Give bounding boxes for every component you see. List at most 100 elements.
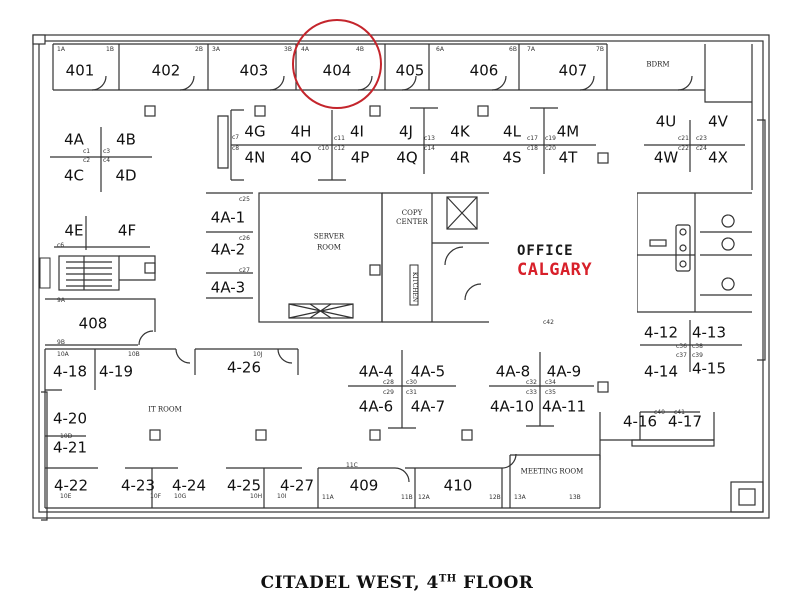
station-4A-7: 4A-7 — [410, 397, 446, 416]
bdrm-walls — [607, 44, 753, 190]
tag-10J: 10J — [253, 351, 263, 358]
station-4U: 4U — [655, 112, 677, 131]
tag-c12: c12 — [334, 145, 345, 152]
station-4-19: 4-19 — [98, 362, 134, 381]
station-4M: 4M — [556, 122, 580, 141]
station-4W: 4W — [653, 148, 679, 167]
tag-c33: c33 — [526, 389, 537, 396]
stair-landing — [119, 255, 156, 281]
station-4-14: 4-14 — [643, 362, 679, 381]
tag-c29: c29 — [383, 389, 394, 396]
office-408: 408 — [78, 314, 108, 333]
pillar — [369, 429, 381, 441]
station-4A-6: 4A-6 — [358, 397, 394, 416]
door-swings — [91, 75, 693, 91]
pillar — [477, 105, 489, 117]
tag-c37: c37 — [676, 352, 687, 359]
workstations-4G-4T — [230, 107, 596, 181]
inner-wall — [38, 40, 764, 513]
pillar — [597, 152, 609, 164]
workstations-4U-4X — [644, 120, 745, 172]
corner-column — [730, 481, 764, 513]
tag-c20: c20 — [545, 145, 556, 152]
tag-c28: c28 — [383, 379, 394, 386]
sink-counter — [675, 224, 691, 272]
stairwell — [58, 255, 120, 291]
tag-c3: c3 — [103, 148, 111, 155]
tag-c38: c38 — [692, 343, 703, 350]
station-4C: 4C — [63, 166, 85, 185]
tag-c18: c18 — [527, 145, 538, 152]
tag-c27: c27 — [239, 267, 250, 274]
office-408-walls — [45, 298, 156, 346]
tag-11C: 11C — [346, 462, 358, 469]
station-4-12: 4-12 — [643, 323, 679, 342]
tag-10H: 10H — [250, 493, 263, 500]
station-4H: 4H — [290, 122, 312, 141]
station-4A-5: 4A-5 — [410, 362, 446, 381]
elevator-x — [446, 196, 478, 230]
station-4-26: 4-26 — [226, 358, 262, 377]
washroom-walls — [636, 192, 752, 313]
kitchen-label: KITCHEN — [411, 271, 418, 303]
pillar — [149, 429, 161, 441]
tag-4A: 4A — [301, 46, 309, 53]
tag-c19: c19 — [545, 135, 556, 142]
station-4A-3: 4A-3 — [210, 278, 246, 297]
tag-10G: 10G — [174, 493, 187, 500]
station-4O: 4O — [290, 148, 312, 167]
door-swings — [394, 453, 517, 483]
tag-c41: c41 — [674, 409, 685, 416]
workstations-4A-4D — [50, 127, 152, 192]
pillar — [144, 105, 156, 117]
station-4A-11: 4A-11 — [542, 397, 586, 416]
pillar — [461, 429, 473, 441]
station-4-17: 4-17 — [667, 412, 703, 431]
pillar — [144, 262, 156, 274]
tag-10E: 10E — [60, 493, 72, 500]
tag-c24: c24 — [696, 145, 707, 152]
tag-c2: c2 — [83, 157, 91, 164]
station-4X: 4X — [708, 148, 728, 167]
station-4-13: 4-13 — [691, 323, 727, 342]
server-rack — [288, 303, 354, 319]
pillar — [254, 105, 266, 117]
caption-main: CITADEL WEST, 4 — [260, 573, 439, 593]
office-401: 401 — [65, 61, 95, 80]
corner-column — [32, 34, 46, 45]
station-4D: 4D — [115, 166, 137, 185]
tag-c36: c36 — [676, 343, 687, 350]
station-4P: 4P — [350, 148, 370, 167]
tag-c14: c14 — [424, 145, 435, 152]
tag-c11: c11 — [334, 135, 345, 142]
station-4-25: 4-25 — [226, 476, 262, 495]
floor-caption: CITADEL WEST, 4TH FLOOR — [0, 573, 794, 593]
tag-11A: 11A — [322, 494, 334, 501]
pillar — [597, 381, 609, 393]
workstations-4A-1-4A-3 — [206, 192, 253, 299]
tag-7B: 7B — [596, 46, 604, 53]
tag-c40: c40 — [654, 409, 665, 416]
workstations-4E-4F — [54, 216, 150, 250]
tag-9B: 9B — [57, 339, 65, 346]
station-4S: 4S — [502, 148, 522, 167]
station-4A: 4A — [64, 130, 84, 149]
tag-c4: c4 — [103, 157, 111, 164]
tag-6B: 6B — [509, 46, 517, 53]
tag-c25: c25 — [239, 196, 250, 203]
office-calgary-logo: OFFICE CALGARY — [489, 190, 637, 316]
tag-c30: c30 — [406, 379, 417, 386]
tag-c35: c35 — [545, 389, 556, 396]
office-410: 410 — [443, 476, 473, 495]
caption-tail: FLOOR — [456, 573, 534, 593]
tag-13B: 13B — [569, 494, 581, 501]
door-swing — [138, 330, 154, 346]
tag-3A: 3A — [212, 46, 220, 53]
kitchen-counter — [409, 264, 419, 306]
tag-c13: c13 — [424, 135, 435, 142]
station-4-20: 4-20 — [52, 409, 88, 428]
window-mullions — [41, 119, 766, 521]
workstations-4A-4-4A-7 — [348, 350, 456, 429]
meeting-room-label: MEETING ROOM — [520, 467, 584, 476]
